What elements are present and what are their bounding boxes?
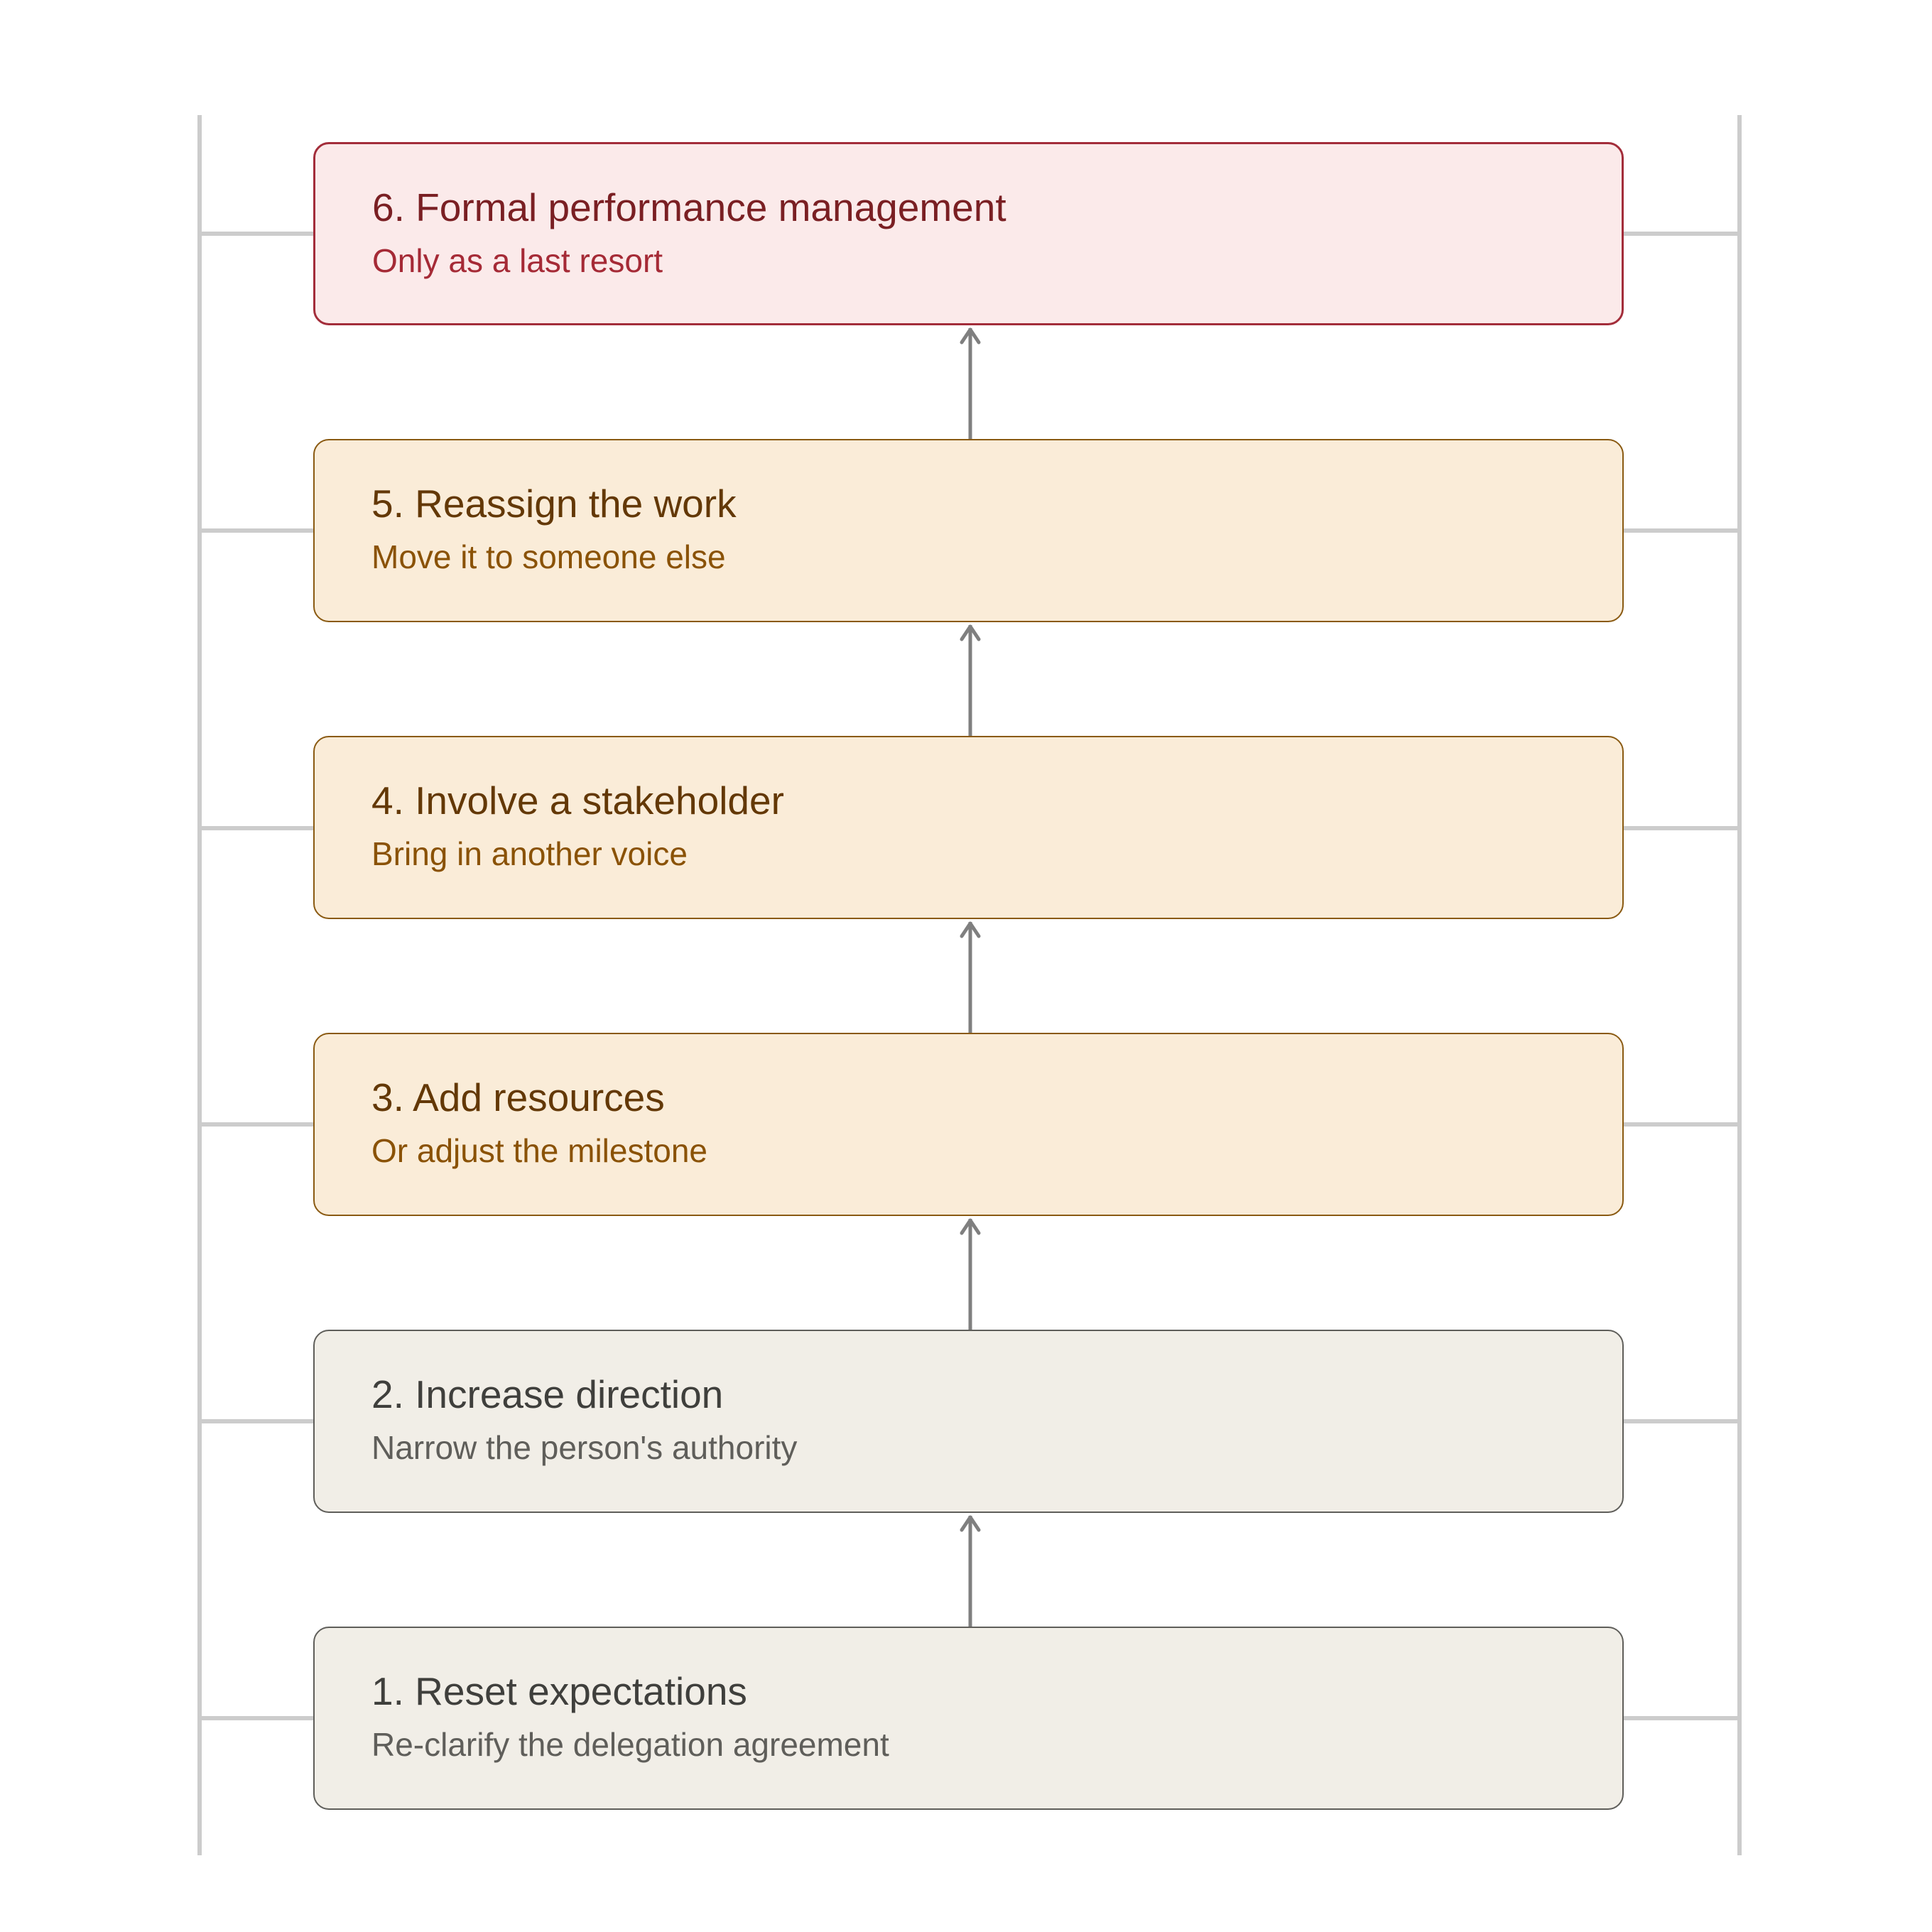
step-title: 2. Increase direction <box>371 1372 724 1416</box>
ladder-rung-left-6 <box>200 232 315 236</box>
arrow-up-icon <box>960 327 981 440</box>
step-box-5: 5. Reassign the work Move it to someone … <box>313 439 1624 622</box>
step-box-1: 1. Reset expectations Re-clarify the del… <box>313 1627 1624 1810</box>
ladder-rung-left-5 <box>200 528 315 533</box>
arrow-up-icon <box>960 624 981 737</box>
step-title: 5. Reassign the work <box>371 482 737 526</box>
ladder-rung-left-1 <box>200 1716 315 1720</box>
step-box-4: 4. Involve a stakeholder Bring in anothe… <box>313 736 1624 919</box>
step-title: 3. Add resources <box>371 1075 665 1119</box>
ladder-left-rail <box>197 115 202 1855</box>
step-subtitle: Re-clarify the delegation agreement <box>371 1726 889 1763</box>
step-subtitle: Move it to someone else <box>371 538 726 575</box>
ladder-rung-left-4 <box>200 826 315 830</box>
ladder-rung-right-3 <box>1624 1122 1740 1127</box>
step-subtitle: Narrow the person's authority <box>371 1429 798 1466</box>
arrow-up-icon <box>960 1218 981 1331</box>
step-box-3: 3. Add resources Or adjust the milestone <box>313 1033 1624 1216</box>
step-subtitle: Or adjust the milestone <box>371 1132 708 1169</box>
ladder-rung-left-2 <box>200 1419 315 1423</box>
ladder-rung-right-4 <box>1624 826 1740 830</box>
arrow-up-icon <box>960 921 981 1034</box>
ladder-rung-right-1 <box>1624 1716 1740 1720</box>
step-box-2: 2. Increase direction Narrow the person'… <box>313 1330 1624 1513</box>
step-subtitle: Bring in another voice <box>371 835 688 872</box>
ladder-right-rail <box>1737 115 1742 1855</box>
step-title: 4. Involve a stakeholder <box>371 778 784 823</box>
arrow-up-icon <box>960 1515 981 1628</box>
step-title: 6. Formal performance management <box>372 185 1006 229</box>
ladder-rung-right-6 <box>1624 232 1740 236</box>
ladder-rung-right-2 <box>1624 1419 1740 1423</box>
step-box-6: 6. Formal performance management Only as… <box>313 142 1624 325</box>
step-subtitle: Only as a last resort <box>372 242 663 279</box>
step-title: 1. Reset expectations <box>371 1669 747 1713</box>
ladder-rung-left-3 <box>200 1122 315 1127</box>
ladder-rung-right-5 <box>1624 528 1740 533</box>
